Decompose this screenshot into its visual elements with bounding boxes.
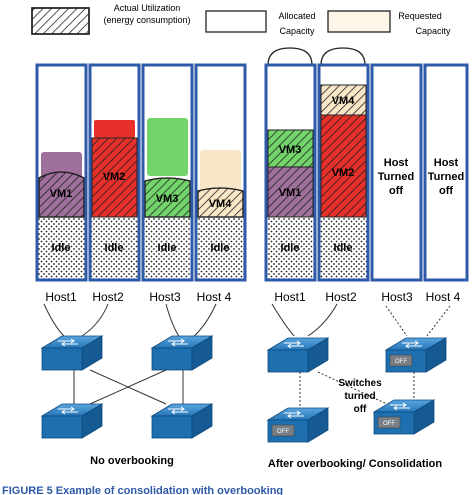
idle-region <box>319 217 368 280</box>
network-switch <box>150 403 214 439</box>
idle-label: Idle <box>52 242 71 254</box>
host-frame <box>317 63 370 282</box>
switch-off: OFF <box>384 337 448 373</box>
vm2-requested <box>94 120 135 138</box>
off-badge <box>271 424 295 437</box>
idle-label: Idle <box>334 242 353 254</box>
switches-off-label-1: Switches <box>338 378 382 389</box>
vm-label: VM1 <box>50 188 73 200</box>
vm-label: VM4 <box>332 95 356 107</box>
host-off-label-1: Host <box>384 157 409 169</box>
host-label: Host 4 <box>426 290 461 304</box>
host-frame <box>194 63 247 282</box>
host-frame <box>88 63 141 282</box>
legend-energy-label: (energy consumption) <box>103 15 190 25</box>
idle-region <box>196 217 245 280</box>
network-switch <box>150 335 214 371</box>
vm-label: VM4 <box>209 198 233 210</box>
host-column: Host Turned off Host 4 <box>423 63 469 304</box>
host-off-label-3: off <box>389 185 403 197</box>
network-switch <box>266 337 330 373</box>
host-frame <box>370 63 423 282</box>
host-label: Host3 <box>149 290 181 304</box>
right-links <box>271 303 451 411</box>
off-badge <box>389 354 413 367</box>
caption-left: No overbooking <box>90 455 174 467</box>
host-column: Idle VM4 Host 4 <box>194 63 247 304</box>
host-column: Idle VM1 Host1 <box>35 63 88 304</box>
idle-region <box>143 217 192 280</box>
legend-allocated-label-2: Capacity <box>279 26 315 36</box>
off-badge-label: OFF <box>277 429 289 435</box>
host-label: Host1 <box>45 290 77 304</box>
host-column: Idle VM4 VM2 Host2 <box>317 47 370 304</box>
caption-right: After overbooking/ Consolidation <box>268 458 442 470</box>
host-off-label-1: Host <box>434 157 459 169</box>
host-off-label-2: Turned <box>428 171 464 183</box>
host-frame <box>35 63 88 282</box>
host-column: Idle VM2 Host2 <box>88 63 141 304</box>
legend-requested-label-2: Capacity <box>415 26 451 36</box>
off-badge-label: OFF <box>383 421 395 427</box>
left-hosts: Idle VM1 Host1 Idle VM2 Host2 Idle VM <box>35 63 247 304</box>
host-off-label-3: off <box>439 185 453 197</box>
left-links <box>43 303 217 405</box>
idle-label: Idle <box>281 242 300 254</box>
network-switch <box>40 335 104 371</box>
host-frame <box>423 63 469 282</box>
legend-requested-label-1: Requested <box>398 11 442 21</box>
allocated-cap <box>320 47 366 66</box>
legend-requested-swatch <box>327 10 391 33</box>
host-column: Host Turned off Host3 <box>370 63 423 304</box>
switches-off-label-2: turned <box>344 391 375 402</box>
host-off-label-2: Turned <box>378 171 414 183</box>
host-label: Host2 <box>325 290 357 304</box>
vm-label: VM2 <box>103 171 126 183</box>
host-frame <box>264 63 317 282</box>
network-switch <box>40 403 104 439</box>
host-column: Idle VM3 Host3 <box>141 63 194 304</box>
host-column: Idle VM3 VM1 Host1 <box>264 47 317 304</box>
switch-off: OFF <box>266 407 330 443</box>
off-badge <box>377 416 401 429</box>
idle-region <box>90 217 139 280</box>
host-label: Host 4 <box>197 290 232 304</box>
host-label: Host1 <box>274 290 306 304</box>
host-frame <box>141 63 194 282</box>
legend-actual-label: Actual Utilization <box>114 3 181 13</box>
idle-region <box>266 217 315 280</box>
right-hosts: Idle VM3 VM1 Host1 Idle VM4 VM2 Host2 <box>264 47 469 304</box>
host-label: Host3 <box>381 290 413 304</box>
allocated-cap <box>267 47 313 66</box>
legend: Actual Utilization (energy consumption) … <box>31 3 451 36</box>
idle-label: Idle <box>105 242 124 254</box>
vm-label: VM3 <box>156 193 179 205</box>
off-badge-label: OFF <box>395 359 407 365</box>
switch-layer: OFF OFF OFF <box>40 335 448 443</box>
idle-label: Idle <box>211 242 230 254</box>
legend-allocated-label-1: Allocated <box>278 11 315 21</box>
host-label: Host2 <box>92 290 124 304</box>
switch-off: OFF <box>372 399 436 435</box>
vm-label: VM1 <box>279 187 302 199</box>
vm-label: VM3 <box>279 144 302 156</box>
vm3-requested <box>147 118 188 176</box>
figure-caption: FIGURE 5 Example of consolidation with o… <box>2 485 283 495</box>
idle-label: Idle <box>158 242 177 254</box>
legend-allocated-swatch <box>205 10 267 33</box>
switches-off-label-3: off <box>354 404 367 415</box>
idle-region <box>37 217 86 280</box>
vm-label: VM2 <box>332 167 355 179</box>
